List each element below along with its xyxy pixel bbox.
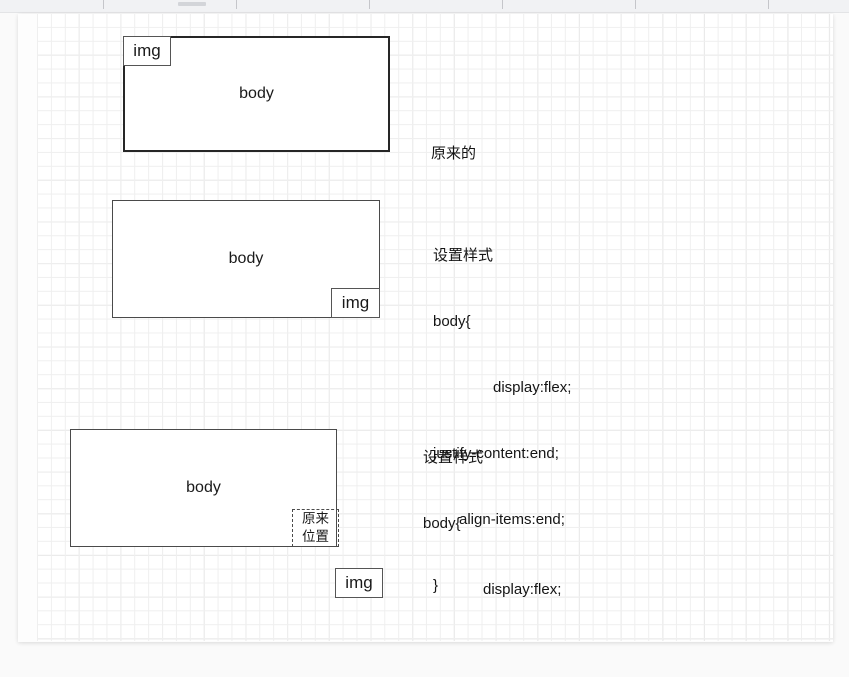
note-2-line-1: 设置样式 (433, 247, 494, 264)
original-position-label-line-2: 位置 (302, 529, 329, 544)
diagram-2-body-label: body (228, 250, 264, 267)
note-2-line-3: display:flex; (493, 379, 572, 396)
horizontal-ruler[interactable] (0, 0, 849, 13)
diagram-3-note: 设置样式 body{ display:flex; justify-content… (423, 403, 627, 641)
diagram-1-img-box[interactable]: img (123, 36, 171, 66)
note-1-line-1: 原来的 (431, 145, 477, 162)
original-position-label-line-1: 原来 (302, 511, 329, 527)
diagram-3-original-position-box: 原来 位置 (292, 509, 339, 547)
diagram-2-img-label: img (341, 293, 370, 312)
note-2-line-4: justify-content:end; (433, 445, 559, 462)
diagram-1-note: 原来的 (431, 99, 476, 209)
diagram-1-body-label: body (239, 85, 274, 102)
note-3-line-1: 设置样式 (423, 449, 484, 466)
drawing-canvas[interactable]: body img 原来的 body img 设置样式 body{ display… (37, 14, 833, 641)
ruler-tick-marks (0, 0, 849, 12)
diagram-2-img-box[interactable]: img (331, 288, 380, 318)
ruler-indent-marker[interactable] (178, 2, 206, 6)
diagram-3-img-box[interactable]: img (335, 568, 383, 598)
note-2-line-2: body{ (433, 313, 471, 330)
note-2-line-5: align-items:end; (459, 511, 565, 528)
diagram-3-img-label: img (345, 573, 373, 592)
diagram-2-note: 设置样式 body{ display:flex; justify-content… (433, 201, 571, 641)
note-3-line-2: body{ (423, 515, 461, 532)
diagram-3-body-label: body (186, 479, 221, 496)
note-2-line-6: } (433, 577, 439, 594)
diagram-1-img-label: img (133, 41, 161, 60)
note-3-line-3: display:flex; (483, 581, 562, 598)
